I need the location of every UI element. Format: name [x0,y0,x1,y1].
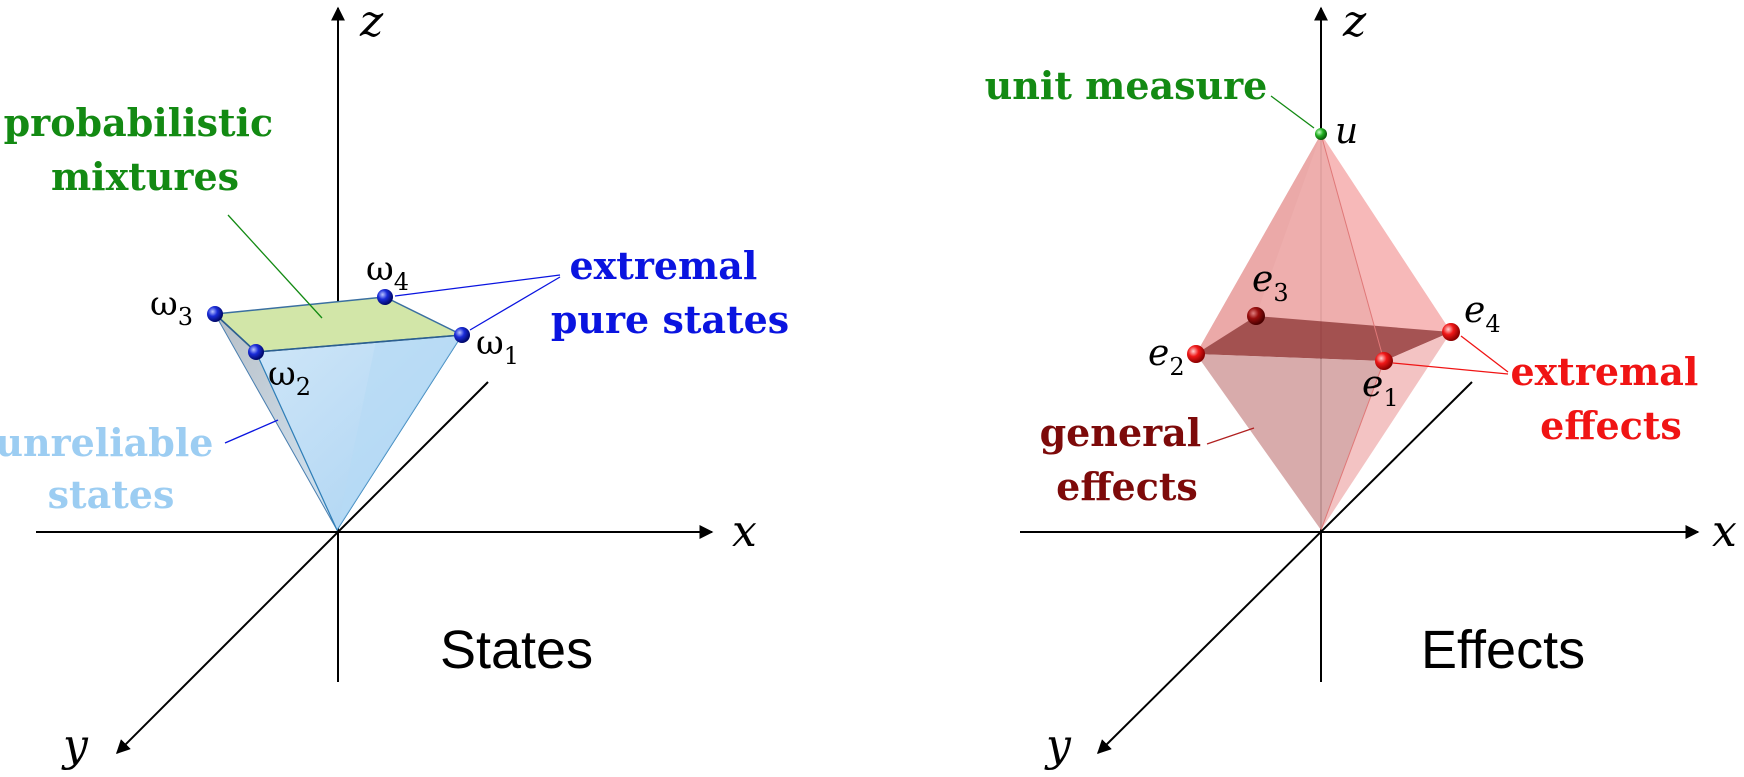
unreliable-callout: unreliable states [0,420,227,517]
vertex-e2 [1187,345,1205,363]
states-back-face [337,297,462,530]
vertex-w1 [454,327,470,343]
extremal-effects-leader-e4 [1460,335,1509,373]
vertex-e1-label: e1 [1362,364,1399,412]
effects-edge-e1-bottom [1320,360,1385,531]
unit-measure-callout: unit measure [985,63,1268,108]
mixtures-callout: probabilistic mixtures [4,100,287,199]
effects-y-axis [1097,381,1473,754]
vertex-w3 [207,306,223,322]
extremal-effects-leader-e1 [1392,362,1509,375]
unit-measure-leader [1270,95,1315,129]
states-z-label: z [359,0,384,47]
vertex-e3-label: e3 [1252,259,1289,307]
general-effects-plane [1196,316,1451,361]
effects-title: Effects [1421,620,1585,680]
effects-front-upper [1196,134,1384,361]
pure-states-leader-w1 [469,276,561,331]
states-edge-w3-w2 [214,313,257,353]
states-y-axis [116,381,489,754]
mixtures-leader [227,214,323,319]
vertex-e3 [1247,307,1265,325]
states-y-label: y [61,720,89,771]
effects-edge-u-e1 [1320,133,1385,362]
general-effects-callout: general effects [1040,410,1215,509]
vertex-e2-label: e2 [1148,333,1185,381]
effects-y-label: y [1044,720,1072,771]
effects-right-lower [1321,332,1451,530]
vertex-e1 [1375,352,1393,370]
vertex-e4 [1442,323,1460,341]
unreliable-leader [224,419,279,444]
effects-right-upper [1321,134,1451,361]
states-edge-w2-w1 [255,334,463,353]
vertex-w4-label: ω4 [366,249,409,296]
unit-vertex-label: u [1335,111,1358,152]
extremal-effects-callout: extremal effects [1510,349,1711,448]
effects-x-label: x [1712,506,1737,557]
pure-states-callout: extremal pure states [551,243,789,342]
vertex-w1-label: ω1 [476,323,519,370]
vertex-w3-label: ω3 [150,284,193,331]
vertex-w4 [377,289,393,305]
general-effects-leader [1206,427,1255,445]
vertex-w2 [248,344,264,360]
effects-panel: x y z u e1 e2 e3 e4 unit measure general… [985,0,1737,771]
unit-vertex [1315,128,1327,140]
vertex-e4-label: e4 [1464,290,1501,338]
vertex-w2-label: ω2 [268,354,311,401]
pure-states-leader-w4 [394,274,561,297]
states-panel: x y z ω1 ω2 ω3 ω4 probabilistic mixtures… [0,0,789,771]
states-title: States [440,620,593,680]
states-x-label: x [732,506,757,557]
effects-z-label: z [1342,0,1367,47]
